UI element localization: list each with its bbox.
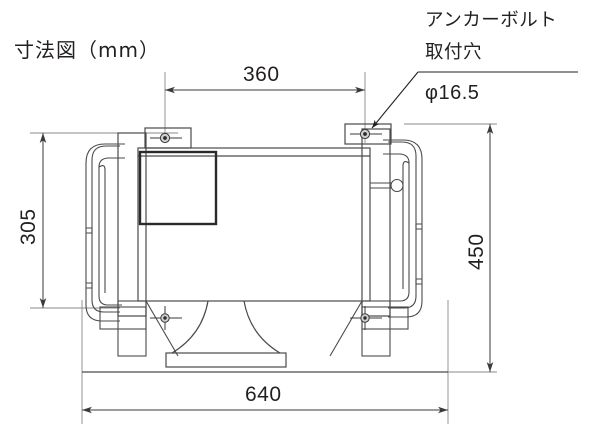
anchor-bolt-hole-bottom-left — [150, 306, 182, 330]
anchor-bolt-note-line2: 取付穴 — [425, 42, 483, 63]
left-side-rail — [85, 143, 125, 322]
anchor-bolt-hole-top-right — [350, 128, 382, 140]
anchor-bolt-note-line1: アンカーボルト — [425, 10, 558, 31]
dimension-label-360: 360 — [243, 63, 280, 86]
lever-knob — [370, 178, 404, 193]
left-foot-bracket — [99, 300, 179, 357]
anchor-bolt-hole-top-left — [150, 132, 182, 144]
anchor-bolt-hole-bottom-right — [350, 306, 382, 330]
pedestal-base — [82, 300, 448, 373]
dimension-label-640: 640 — [245, 383, 282, 406]
nameplate-panel — [138, 150, 218, 226]
page-title: 寸法図（mm） — [14, 38, 160, 62]
extension-lines — [30, 72, 497, 424]
dimension-label-450: 450 — [465, 233, 488, 270]
drawing-geometry — [30, 71, 578, 424]
dimension-label-305: 305 — [17, 208, 40, 245]
machine-body — [117, 123, 392, 317]
right-foot-bracket — [329, 300, 409, 357]
anchor-bolt-diameter-label: φ16.5 — [425, 82, 480, 104]
anchor-bolt-leader — [371, 71, 578, 129]
right-side-rail — [383, 139, 423, 318]
